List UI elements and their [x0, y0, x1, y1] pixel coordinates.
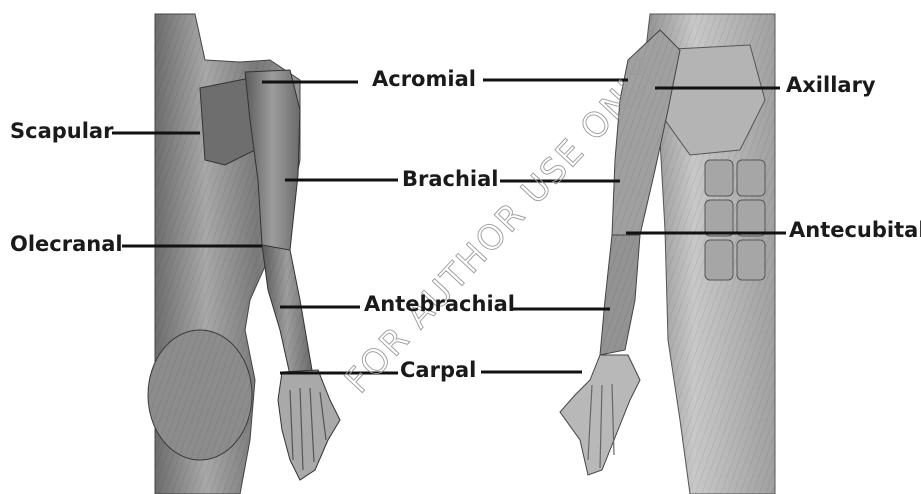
- label-axillary: Axillary: [786, 73, 876, 97]
- leader-lines: [112, 78, 786, 375]
- posterior-figure: [147, 13, 341, 494]
- label-antebrachial: Antebrachial: [364, 292, 515, 316]
- anterior-figure: [559, 13, 776, 494]
- labels: Acromial Axillary Scapular Brachial Olec…: [10, 67, 921, 382]
- label-carpal: Carpal: [400, 358, 476, 382]
- label-antecubital: Antecubital: [789, 218, 921, 242]
- label-olecranal: Olecranal: [10, 232, 123, 256]
- label-scapular: Scapular: [10, 119, 114, 143]
- label-acromial: Acromial: [372, 67, 476, 91]
- label-brachial: Brachial: [402, 167, 499, 191]
